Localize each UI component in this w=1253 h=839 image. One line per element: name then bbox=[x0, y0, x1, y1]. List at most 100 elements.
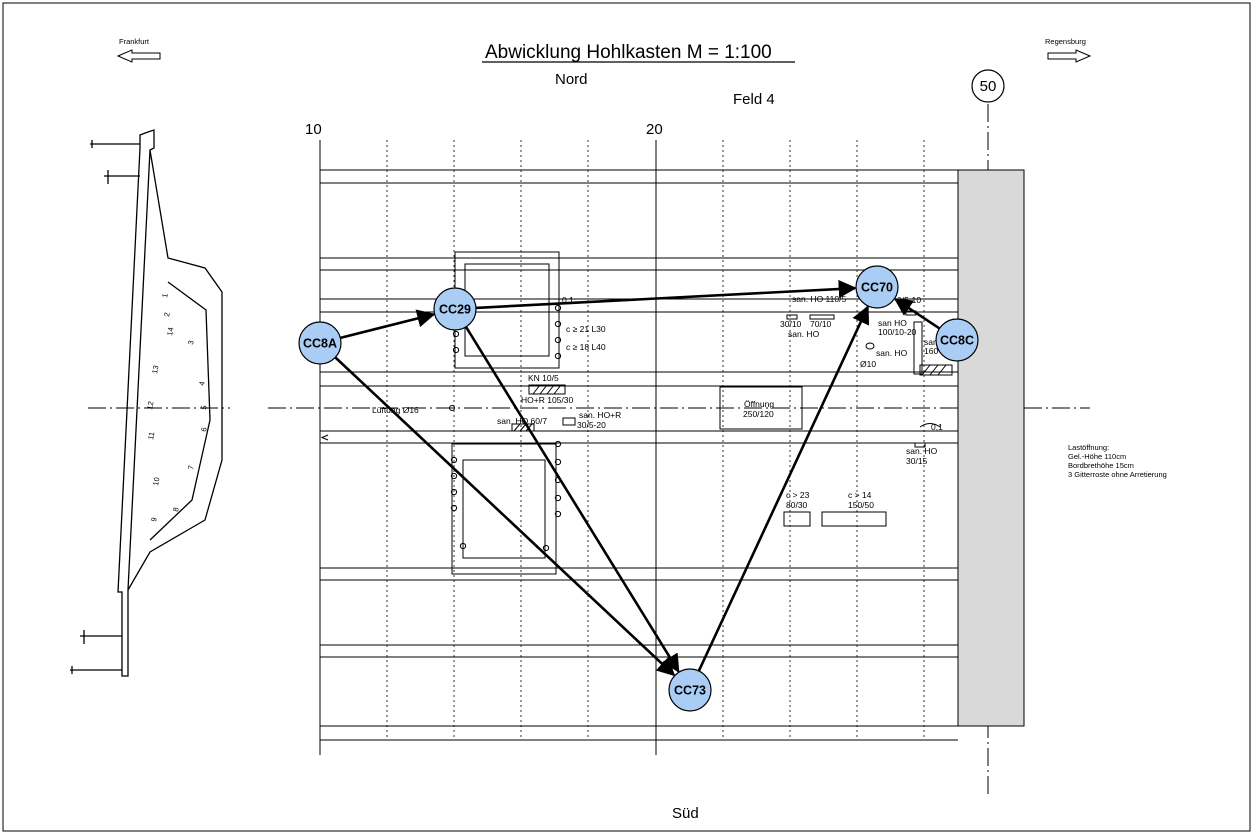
annotations: 0,1 c ≥ 21 L30 c ≥ 18 L40 KN 10/5 HO+R 1… bbox=[372, 294, 943, 510]
note-line-2: Gel.-Höhe 110cm bbox=[1068, 452, 1126, 461]
local-features bbox=[320, 310, 953, 527]
node-circle[interactable] bbox=[668, 668, 712, 712]
node-label: CC73 bbox=[674, 684, 706, 698]
annot-d01b: 0,1 bbox=[931, 422, 943, 432]
section-number: 9 bbox=[149, 517, 159, 523]
edge-cc8c-to-cc70 bbox=[893, 298, 941, 330]
drawing-title: Abwicklung Hohlkasten M = 1:100 bbox=[485, 42, 772, 63]
annot-sanho-e: san. HO bbox=[906, 446, 938, 456]
section-number: 8 bbox=[171, 507, 181, 513]
annot-sanhor-dim: 30/5-20 bbox=[577, 420, 606, 430]
section-number: 1 bbox=[160, 293, 170, 299]
node-label: CC8A bbox=[303, 337, 337, 351]
annot-oeffnung: Öffnung bbox=[744, 399, 774, 409]
bolt-hole bbox=[450, 488, 458, 496]
grid-lines bbox=[319, 140, 925, 755]
annot-san-d-dim: 160 bbox=[924, 346, 938, 356]
diaphragm-opening-south bbox=[451, 443, 557, 575]
arrow-left-icon bbox=[116, 49, 161, 63]
annot-san-d: san bbox=[924, 337, 938, 347]
annot-lueftung: Lüftung Ø16 bbox=[372, 405, 419, 415]
annot-hor105: HO+R 105/30 bbox=[521, 395, 573, 405]
note-line-4: 3 Gitterroste ohne Arretierung bbox=[1068, 470, 1167, 479]
node-label: CC29 bbox=[439, 303, 471, 317]
node-cc8a[interactable]: CC8A bbox=[298, 321, 342, 365]
annot-sanho-c-dim: Ø10 bbox=[860, 359, 876, 369]
side-south-label: Süd bbox=[672, 805, 699, 822]
annot-c14: c > 14 bbox=[848, 490, 872, 500]
node-label: CC70 bbox=[861, 281, 893, 295]
annot-sanhor: san. HO+R bbox=[579, 410, 621, 420]
bolt-hole bbox=[554, 494, 562, 502]
grid-label-10: 10 bbox=[305, 121, 322, 138]
edge-cc8a-to-cc73 bbox=[334, 356, 676, 677]
annot-sanho60: san. HO 60/7 bbox=[497, 416, 547, 426]
section-number: 13 bbox=[150, 365, 160, 375]
field-label: Feld 4 bbox=[733, 91, 775, 108]
bolt-hole bbox=[554, 304, 562, 312]
annot-d15050: 150/50 bbox=[848, 500, 874, 510]
section-number: 12 bbox=[145, 401, 155, 411]
bolt-hole bbox=[554, 510, 562, 518]
edge-cc29-to-cc73 bbox=[464, 326, 680, 673]
direction-left-label: Frankfurt bbox=[119, 37, 150, 46]
annot-c18: c ≥ 18 L40 bbox=[566, 342, 606, 352]
bolt-hole bbox=[554, 440, 562, 448]
load-opening-note: Lastöffnung: Gel.-Höhe 110cm Bordbrethöh… bbox=[1068, 443, 1167, 479]
pier-block bbox=[957, 169, 1025, 727]
annot-d3010: 30/10 bbox=[780, 319, 802, 329]
annot-sanho-e-dim: 30/15 bbox=[906, 456, 928, 466]
edge-cc73-to-cc70 bbox=[697, 305, 870, 672]
direction-right-label: Regensburg bbox=[1045, 37, 1086, 46]
bolt-hole bbox=[554, 336, 562, 344]
node-cc70[interactable]: CC70 bbox=[855, 265, 899, 309]
section-number: 7 bbox=[186, 465, 196, 471]
section-number: 6 bbox=[199, 427, 209, 433]
annot-sanho-b: san HO bbox=[878, 318, 907, 328]
bolt-holes bbox=[450, 298, 562, 552]
bolt-hole bbox=[450, 472, 458, 480]
node-cc73[interactable]: CC73 bbox=[668, 668, 712, 712]
axis-marker-circle bbox=[971, 69, 1005, 103]
arrow-right-icon bbox=[1047, 49, 1092, 63]
annot-c21: c ≥ 21 L30 bbox=[566, 324, 606, 334]
bolt-hole bbox=[554, 352, 562, 360]
grid-label-20: 20 bbox=[646, 121, 663, 138]
box-section-lines bbox=[320, 169, 958, 741]
annot-d7010: 70/10 bbox=[810, 319, 832, 329]
annot-sanho-c: san. HO bbox=[876, 348, 908, 358]
bolt-hole bbox=[450, 456, 458, 464]
node-cc29[interactable]: CC29 bbox=[433, 287, 477, 331]
node-circle[interactable] bbox=[935, 318, 979, 362]
annot-oeffnung-dim: 250/120 bbox=[743, 409, 774, 419]
node-circle[interactable] bbox=[855, 265, 899, 309]
axis-marker-label: 50 bbox=[980, 78, 997, 95]
node-circle[interactable] bbox=[298, 321, 342, 365]
edge-cc8a-to-cc29 bbox=[340, 309, 436, 340]
annot-c23: c > 23 bbox=[786, 490, 810, 500]
note-line-1: Lastöffnung: bbox=[1068, 443, 1109, 452]
bolt-hole bbox=[554, 458, 562, 466]
bolt-hole bbox=[452, 330, 460, 338]
cross-section-drawing bbox=[70, 129, 223, 677]
section-number: 10 bbox=[151, 477, 161, 487]
section-number: 11 bbox=[146, 431, 156, 440]
node-circle[interactable] bbox=[433, 287, 477, 331]
bolt-hole bbox=[554, 320, 562, 328]
note-line-3: Bordbrethöhe 15cm bbox=[1068, 461, 1134, 470]
node-cc8c[interactable]: CC8C bbox=[935, 318, 979, 362]
section-number: 14 bbox=[165, 327, 175, 337]
section-number: 2 bbox=[162, 312, 172, 318]
annot-sanho-b-dim: 100/10-20 bbox=[878, 327, 917, 337]
bolt-hole bbox=[459, 542, 467, 550]
edge-cc29-to-cc70 bbox=[475, 279, 857, 310]
annot-d8030: 80/30 bbox=[786, 500, 808, 510]
section-number: 3 bbox=[186, 340, 196, 346]
bolt-hole bbox=[542, 544, 550, 552]
graph-edges bbox=[334, 279, 941, 677]
node-label: CC8C bbox=[940, 334, 974, 348]
